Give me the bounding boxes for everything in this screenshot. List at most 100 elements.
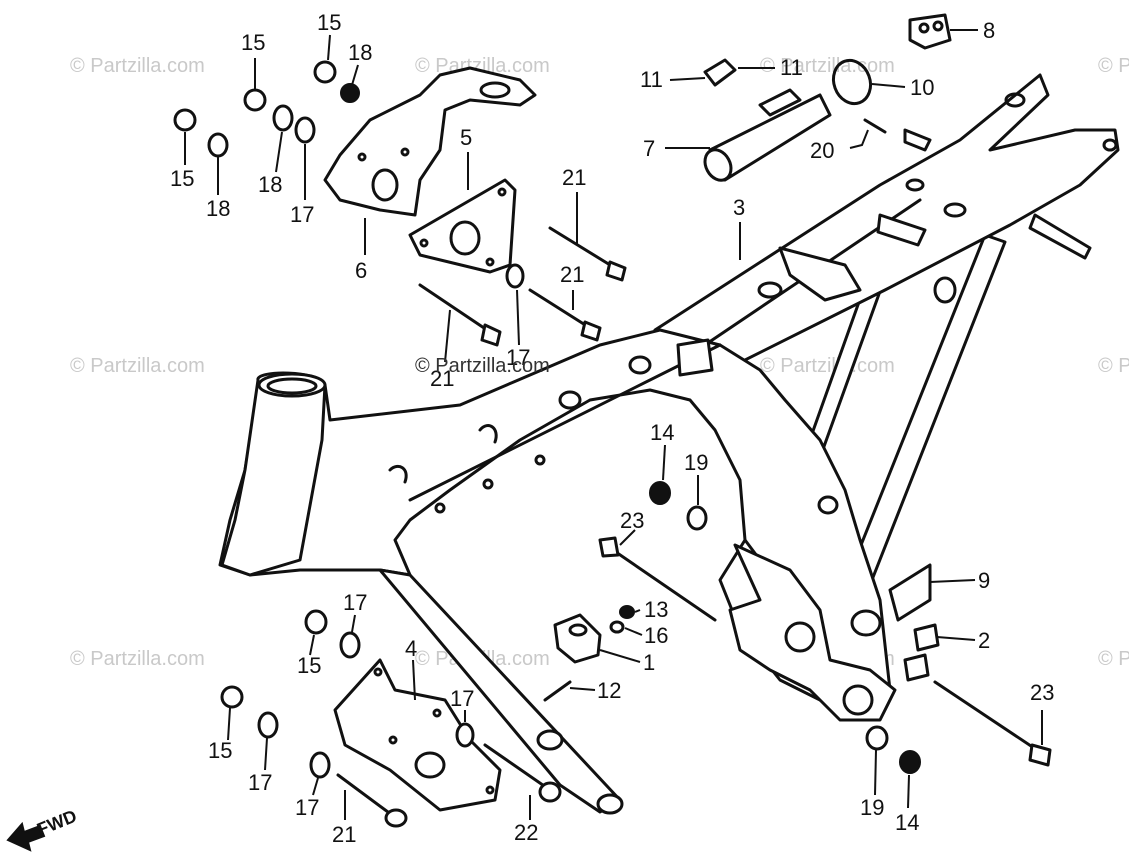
- label-15: 15: [170, 166, 194, 191]
- label-21: 21: [560, 262, 584, 287]
- leader-lines: [184, 29, 1043, 820]
- label-7: 7: [643, 136, 655, 161]
- pad-9-body: [888, 563, 932, 622]
- label-15: 15: [297, 653, 321, 678]
- plate-5-body: [408, 178, 517, 274]
- frame-tank-mount-rear: [876, 213, 927, 247]
- nut-18: [340, 83, 360, 103]
- bolt-21-head: [605, 260, 627, 282]
- washer-16: [609, 620, 625, 634]
- label-17: 17: [450, 686, 474, 711]
- hanger-4-rivet: [485, 785, 495, 795]
- coil-7: [703, 88, 832, 182]
- frame-hole: [628, 355, 652, 375]
- label-15: 15: [317, 10, 341, 35]
- steering-head-bore: [266, 377, 318, 395]
- watermark: © Partzilla.com: [760, 55, 895, 77]
- frame-rivet: [434, 502, 446, 514]
- frame-hole: [943, 202, 967, 218]
- cushion-1-body: [553, 613, 602, 664]
- label-16: 16: [644, 623, 668, 648]
- nut-14: [899, 750, 921, 774]
- frame-tab: [903, 128, 932, 152]
- label-23: 23: [620, 508, 644, 533]
- cushion-1-top: [568, 623, 588, 637]
- washer-19: [686, 505, 708, 531]
- bolt-23: [933, 680, 1042, 754]
- label-2: 2: [978, 628, 990, 653]
- bracket-6-hole: [371, 168, 399, 202]
- watermark: © Partzilla.com: [1098, 355, 1129, 377]
- bolt-21-head: [480, 323, 502, 347]
- label-1: 1: [643, 650, 655, 675]
- frame-cross-tube: [676, 338, 714, 377]
- fwd-label: FWD: [34, 806, 79, 840]
- plate-5-hole: [449, 220, 481, 256]
- bolt-22: [483, 743, 552, 792]
- label-6: 6: [355, 258, 367, 283]
- label-17: 17: [290, 202, 314, 227]
- bracket-6-body: [323, 66, 537, 217]
- bracket-6-rivet: [400, 147, 410, 157]
- nut-15: [304, 609, 328, 635]
- label-10: 10: [910, 75, 934, 100]
- bolt-21: [418, 283, 492, 334]
- coil-7-end: [703, 148, 733, 182]
- bolt-23: [608, 546, 717, 622]
- fwd-indicator: FWD: [6, 806, 79, 852]
- leader-line: [264, 737, 268, 771]
- watermark-center: © Partzilla.com: [415, 355, 550, 377]
- clip-8-hole: [932, 20, 944, 32]
- plate-5: [408, 178, 517, 274]
- label-18: 18: [206, 196, 230, 221]
- clamp-10: [831, 58, 873, 106]
- leader-line: [412, 659, 416, 701]
- clip-8-body: [908, 13, 952, 50]
- leader-line: [227, 707, 231, 741]
- label-21: 21: [332, 822, 356, 847]
- watermark: © Partzilla.com: [70, 55, 205, 77]
- leader-line: [351, 614, 356, 633]
- clip-11: [703, 58, 737, 87]
- label-14: 14: [650, 420, 674, 445]
- watermark: © Partzilla.com: [1098, 55, 1129, 77]
- label-4: 4: [405, 636, 417, 661]
- washer-17: [455, 722, 475, 748]
- watermark: © Partzilla.com: [70, 648, 205, 670]
- collar-2-body: [913, 623, 940, 652]
- label-17: 17: [248, 770, 272, 795]
- leader-line: [624, 627, 643, 636]
- leader-line: [327, 34, 331, 61]
- label-19: 19: [684, 450, 708, 475]
- label-17: 17: [506, 345, 530, 370]
- leader-line: [907, 774, 910, 809]
- fwd-arrow-icon: [6, 821, 46, 852]
- cushion-1: [553, 613, 602, 664]
- nut-13: [619, 605, 635, 619]
- leader-line: [516, 289, 520, 346]
- watermark: © Partzilla.com: [1098, 648, 1129, 670]
- bolt-23-head: [1028, 743, 1052, 767]
- frame-hole: [1102, 138, 1118, 152]
- label-20: 20: [810, 138, 834, 163]
- label-11: 11: [780, 55, 803, 80]
- frame-tank-mount: [778, 246, 862, 302]
- label-21: 21: [562, 165, 586, 190]
- nut-15: [313, 60, 337, 84]
- label-14: 14: [895, 810, 919, 835]
- callout-labels: 15 15 18 15 18 18 17 6 5 21 21 17 21 3 7…: [170, 10, 1054, 847]
- bolts: [336, 118, 1052, 828]
- leader-line: [569, 687, 596, 691]
- bracket-6-hole: [479, 81, 511, 99]
- nut-14: [649, 481, 671, 505]
- label-21: 21: [430, 366, 454, 391]
- pivot-collar: [850, 609, 882, 637]
- label-12: 12: [597, 678, 621, 703]
- frame-hole: [817, 495, 839, 515]
- fasteners: [173, 60, 921, 779]
- label-23: 23: [1030, 680, 1054, 705]
- leader-line: [599, 649, 641, 663]
- leader-line: [444, 309, 451, 363]
